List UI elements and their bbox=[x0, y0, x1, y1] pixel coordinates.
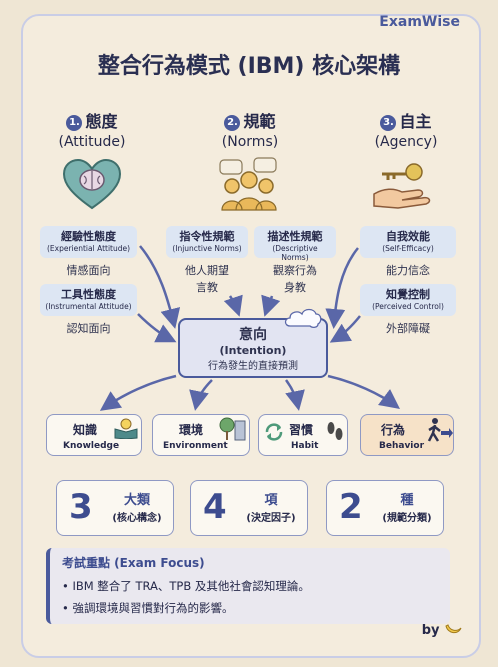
exam-focus-item: • IBM 整合了 TRA、TPB 及其他社會認知理論。 bbox=[62, 579, 310, 593]
column-title: 態度 bbox=[85, 112, 118, 131]
tag-instrumental-attitude: 工具性態度 (Instrumental Attitude) bbox=[40, 284, 137, 316]
tag-injunctive-norms: 指令性規範 (Injunctive Norms) bbox=[166, 226, 248, 258]
arrow-behavior bbox=[327, 374, 401, 409]
arrow-experiential bbox=[139, 245, 181, 329]
stat-unit: 種 bbox=[400, 493, 414, 508]
tag-en: (Descriptive Norms) bbox=[272, 244, 318, 262]
exam-focus-item: • 強調環境與習慣對行為的影響。 bbox=[62, 601, 234, 615]
component-environment: 環境 Environment bbox=[152, 414, 250, 456]
page-title: 整合行為模式 (IBM) 核心架構 bbox=[97, 54, 401, 79]
heart-brain-icon bbox=[62, 158, 122, 210]
stat-desc: (核心構念) bbox=[112, 513, 162, 524]
tag-desc: 情感面向 bbox=[66, 264, 111, 277]
component-en: Habit bbox=[291, 441, 319, 451]
tag-en: (Injunctive Norms) bbox=[172, 244, 242, 253]
arrow-environment bbox=[189, 379, 213, 411]
exam-focus-heading: 考試重點 (Exam Focus) bbox=[62, 556, 205, 570]
arrow-instrumental bbox=[137, 313, 177, 343]
number-badge: 3. bbox=[380, 115, 397, 131]
footprints-icon bbox=[327, 422, 343, 440]
tag-zh: 指令性規範 bbox=[179, 230, 235, 243]
arrow-descriptive bbox=[261, 294, 281, 317]
tag-zh: 經驗性態度 bbox=[61, 230, 116, 243]
arrow-efficacy bbox=[325, 247, 359, 329]
stat-card: 3 大類 (核心構念) bbox=[56, 480, 174, 536]
component-behavior: 行為 Behavior bbox=[360, 414, 454, 456]
stat-card: 2 種 (規範分類) bbox=[326, 480, 444, 536]
column-title: 自主 bbox=[399, 112, 432, 131]
stat-desc: (規範分類) bbox=[382, 513, 432, 524]
tag-zh: 描述性規範 bbox=[267, 230, 323, 243]
component-knowledge: 知識 Knowledge bbox=[46, 414, 142, 456]
column-attitude: 1.態度 (Attitude) bbox=[32, 108, 152, 150]
stat-unit: 大類 bbox=[123, 493, 150, 508]
footer-credit: by bbox=[422, 622, 462, 638]
column-subtitle: (Attitude) bbox=[58, 134, 126, 150]
tag-perceived-control: 知覺控制 (Perceived Control) bbox=[360, 284, 456, 316]
lightbulb-book-icon bbox=[114, 418, 138, 439]
component-zh: 行為 bbox=[381, 423, 406, 437]
tag-desc: 觀察行為 bbox=[273, 264, 317, 277]
tag-en: (Instrumental Attitude) bbox=[45, 302, 132, 311]
component-en: Environment bbox=[163, 441, 228, 451]
column-norms: 2.規範 (Norms) bbox=[190, 108, 310, 150]
brand-label: ExamWise bbox=[379, 14, 460, 30]
stat-unit: 項 bbox=[264, 493, 278, 508]
component-zh: 知識 bbox=[73, 423, 98, 437]
tag-desc: 他人期望 bbox=[185, 264, 229, 277]
tag-desc: 認知面向 bbox=[66, 322, 111, 335]
tag-desc: 言教 bbox=[196, 281, 218, 294]
tag-en: (Experiential Attitude) bbox=[46, 244, 131, 253]
intention-desc: 行為發生的直接預測 bbox=[208, 361, 298, 372]
banana-icon bbox=[445, 624, 462, 634]
arrow-control bbox=[329, 315, 361, 343]
tag-desc: 外部障礙 bbox=[386, 322, 430, 335]
thought-cloud-icon bbox=[284, 308, 322, 328]
arrow-injunctive bbox=[223, 294, 243, 317]
component-en: Behavior bbox=[379, 441, 425, 451]
intention-box: 意向 (Intention) 行為發生的直接預測 bbox=[178, 318, 328, 378]
exam-focus-text: IBM 整合了 TRA、TPB 及其他社會認知理論。 bbox=[72, 579, 310, 593]
intention-title: 意向 bbox=[239, 327, 267, 343]
footer-by-text: by bbox=[421, 623, 440, 638]
tag-descriptive-norms: 描述性規範 (Descriptive Norms) bbox=[254, 226, 336, 262]
intention-subtitle: (Intention) bbox=[219, 344, 287, 357]
exam-focus-panel: 考試重點 (Exam Focus) • IBM 整合了 TRA、TPB 及其他社… bbox=[46, 548, 450, 624]
tag-desc: 能力信念 bbox=[386, 264, 430, 277]
tree-building-icon bbox=[219, 417, 246, 441]
stat-number: 3 bbox=[69, 487, 93, 527]
cycle-arrows-icon bbox=[265, 423, 283, 441]
component-en: Knowledge bbox=[63, 441, 120, 451]
stat-desc: (決定因子) bbox=[246, 513, 296, 524]
exam-focus-text: 強調環境與習慣對行為的影響。 bbox=[72, 601, 234, 615]
column-subtitle: (Agency) bbox=[374, 134, 438, 150]
tag-zh: 工具性態度 bbox=[61, 288, 116, 301]
column-title: 規範 bbox=[243, 112, 276, 131]
stat-number: 4 bbox=[203, 487, 227, 527]
column-subtitle: (Norms) bbox=[221, 134, 279, 150]
column-agency: 3.自主 (Agency) bbox=[346, 108, 466, 150]
tag-zh: 自我效能 bbox=[386, 230, 430, 243]
component-zh: 環境 bbox=[179, 423, 204, 437]
walking-person-icon bbox=[427, 418, 453, 442]
tag-experiential-attitude: 經驗性態度 (Experiential Attitude) bbox=[40, 226, 137, 258]
stat-number: 2 bbox=[339, 487, 363, 527]
stat-card: 4 項 (決定因子) bbox=[190, 480, 308, 536]
arrow-habit bbox=[284, 379, 305, 411]
tag-en: (Perceived Control) bbox=[372, 302, 444, 311]
group-people-icon bbox=[219, 157, 277, 211]
tag-zh: 知覺控制 bbox=[386, 288, 430, 301]
arrow-knowledge bbox=[99, 374, 177, 411]
component-zh: 習慣 bbox=[289, 423, 314, 437]
tag-desc: 身教 bbox=[284, 281, 306, 294]
tag-en: (Self-Efficacy) bbox=[382, 244, 434, 253]
component-habit: 習慣 Habit bbox=[258, 414, 348, 456]
number-badge: 2. bbox=[224, 115, 241, 131]
hand-key-icon bbox=[373, 163, 431, 209]
tag-self-efficacy: 自我效能 (Self-Efficacy) bbox=[360, 226, 456, 258]
number-badge: 1. bbox=[66, 115, 83, 131]
